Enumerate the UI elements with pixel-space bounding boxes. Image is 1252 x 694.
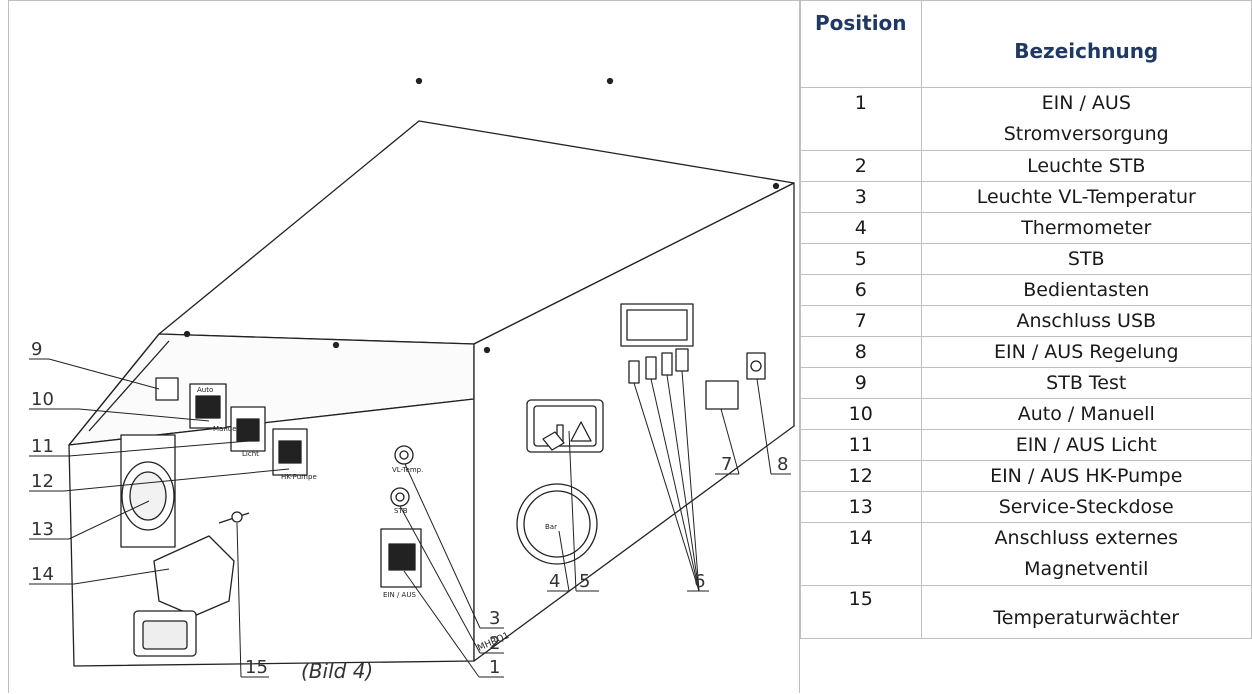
cell-position: 4 [800, 212, 922, 244]
cell-bezeichnung: Leuchte VL-Temperatur [920, 181, 1252, 213]
callout-11: 11 [31, 436, 54, 457]
cell-bezeichnung: EIN / AUS Regelung [920, 336, 1252, 368]
document-frame: Auto Manuell Licht HK-Pumpe EIN / AUS VL… [8, 0, 1252, 693]
callout-5: 5 [579, 571, 590, 592]
control-key-1 [628, 360, 640, 384]
callout-7: 7 [721, 454, 732, 475]
cell-bezeichnung: EIN / AUS HK-Pumpe [920, 460, 1252, 492]
callout-8: 8 [777, 454, 788, 475]
cell-position: 6 [800, 274, 922, 306]
figure-caption: (Bild 4) [301, 659, 374, 683]
cell-bezeichnung: Temperaturwächter [920, 585, 1252, 639]
cell-bezeichnung: Bedientasten [920, 274, 1252, 306]
lamp-stb [390, 487, 410, 507]
cell-position: 15 [800, 585, 922, 639]
cell-bezeichnung: STB Test [920, 367, 1252, 399]
cell-bezeichnung: Auto / Manuell [920, 398, 1252, 430]
label-stb: STB [394, 507, 408, 515]
label-hk-pumpe: HK-Pumpe [281, 473, 317, 481]
callout-4: 4 [549, 571, 560, 592]
cell-position: 11 [800, 429, 922, 461]
header-bezeichnung: Bezeichnung [920, 0, 1252, 88]
callout-1: 1 [489, 657, 500, 678]
callout-3: 3 [489, 608, 500, 629]
control-key-4 [675, 348, 689, 372]
callout-2: 2 [489, 633, 500, 654]
callout-14: 14 [31, 564, 54, 585]
control-box-drawing: Auto Manuell Licht HK-Pumpe EIN / AUS VL… [29, 77, 795, 678]
label-ein-aus: EIN / AUS [383, 591, 416, 599]
callout-15: 15 [245, 657, 268, 678]
callout-9: 9 [31, 339, 42, 360]
label-vl-temp: VL-Temp. [392, 466, 423, 474]
cell-position: 5 [800, 243, 922, 275]
cell-position: 10 [800, 398, 922, 430]
cell-position: 12 [800, 460, 922, 492]
drawing-cell: Auto Manuell Licht HK-Pumpe EIN / AUS VL… [8, 0, 800, 693]
label-bar: Bar [545, 523, 557, 531]
cell-position: 2 [800, 150, 922, 182]
cell-position: 3 [800, 181, 922, 213]
cell-position: 13 [800, 491, 922, 523]
cell-bezeichnung: Service-Steckdose [920, 491, 1252, 523]
valve-connector [153, 535, 235, 617]
header-position: Position [800, 0, 922, 88]
temperature-guard [231, 511, 243, 523]
label-manuell: Manuell [213, 425, 240, 433]
callout-13: 13 [31, 519, 54, 540]
callout-6: 6 [694, 571, 705, 592]
label-auto: Auto [197, 386, 213, 394]
cell-position: 8 [800, 336, 922, 368]
regelung-switch [746, 352, 766, 380]
cell-bezeichnung: EIN / AUS Licht [920, 429, 1252, 461]
table-header-row: Position Bezeichnung [800, 0, 1252, 88]
cell-position: 1 [800, 87, 922, 151]
cell-position: 7 [800, 305, 922, 337]
control-key-2 [645, 356, 657, 380]
label-licht: Licht [242, 450, 259, 458]
cell-bezeichnung: Anschluss USB [920, 305, 1252, 337]
cell-bezeichnung: STB [920, 243, 1252, 275]
lamp-vl-temp [394, 445, 414, 465]
cell-position: 9 [800, 367, 922, 399]
cell-bezeichnung: Leuchte STB [920, 150, 1252, 182]
cell-position: 14 [800, 522, 922, 586]
stb-test-button [155, 377, 179, 401]
callout-12: 12 [31, 471, 54, 492]
cell-bezeichnung: Thermometer [920, 212, 1252, 244]
usb-port [705, 380, 739, 410]
control-key-3 [661, 352, 673, 376]
callout-10: 10 [31, 389, 54, 410]
